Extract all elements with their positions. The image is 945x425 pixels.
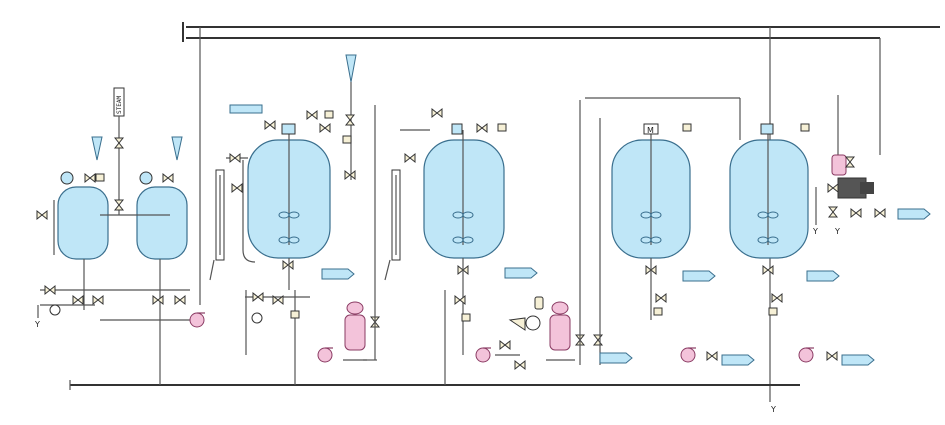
vessel-4[interactable] bbox=[400, 108, 538, 385]
vessel-3-bottom bbox=[245, 290, 334, 363]
level-gauge-1 bbox=[209, 153, 248, 281]
vessel-2[interactable] bbox=[136, 136, 188, 260]
small-vessel-piping: Y bbox=[34, 210, 206, 385]
drain-header bbox=[69, 380, 800, 390]
bag-filter-2[interactable] bbox=[546, 100, 633, 365]
level-gauge-2 bbox=[384, 153, 416, 281]
drain-right-2-label: Y bbox=[834, 227, 840, 236]
drain-left-label: Y bbox=[34, 320, 40, 329]
steam-label: STEAM bbox=[116, 96, 123, 114]
bag-filter-1[interactable] bbox=[343, 105, 380, 361]
steam-line: STEAM bbox=[100, 87, 170, 216]
drain-bottom-label: Y bbox=[770, 405, 776, 414]
vessel-5[interactable]: M bbox=[585, 97, 755, 366]
vessel-4-bottom bbox=[454, 295, 544, 370]
right-skid[interactable]: Y Y bbox=[812, 95, 931, 236]
vessel-1[interactable] bbox=[53, 136, 109, 260]
vessel-3[interactable] bbox=[229, 104, 355, 385]
motor-badge-label: M bbox=[647, 126, 654, 135]
feed-funnel bbox=[342, 54, 357, 180]
drain-right-1-label: Y bbox=[812, 227, 818, 236]
vessel-6[interactable]: Y bbox=[729, 123, 875, 414]
